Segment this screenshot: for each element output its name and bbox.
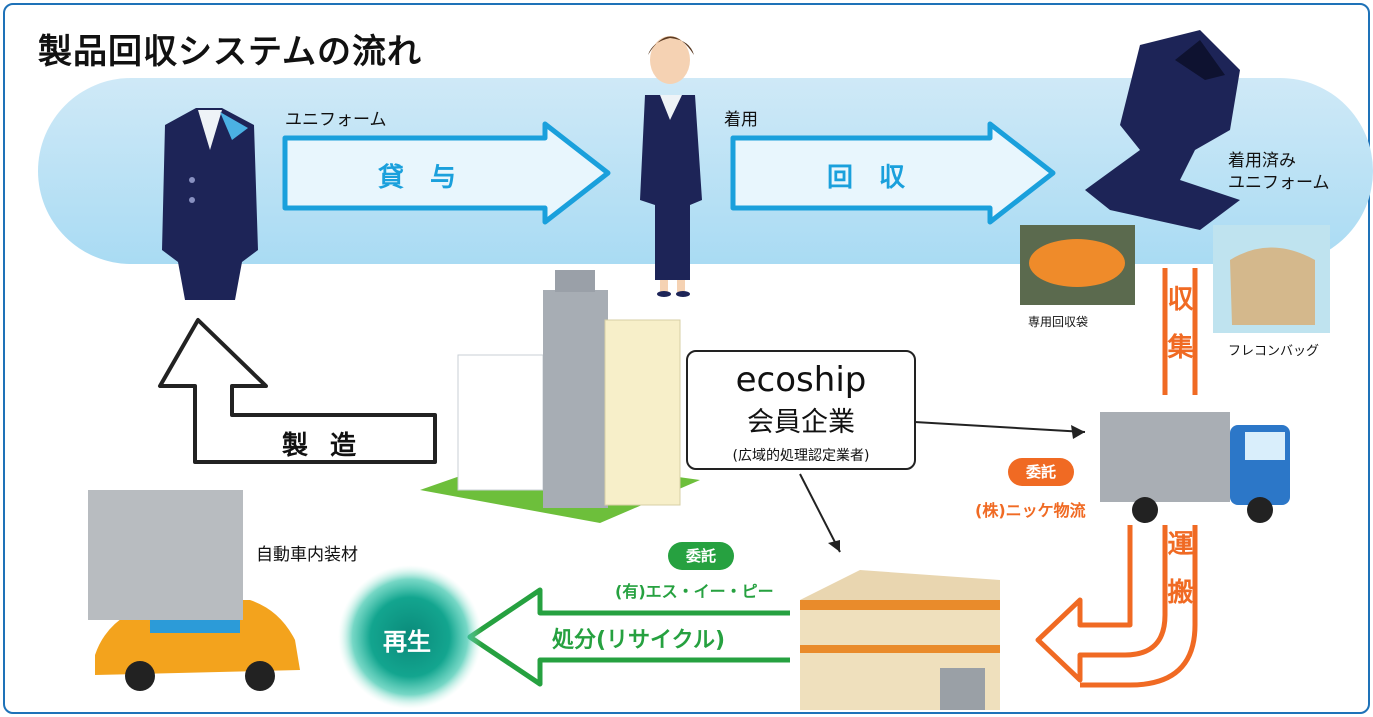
ecoship-certified-label: (広域的処理認定業者) [732, 448, 870, 464]
label-used-uniform-line2: ユニフォーム [1228, 173, 1330, 193]
orange-flow-arrow [1035, 268, 1168, 683]
uniform-woman-illustration [640, 36, 702, 297]
ecoship-member-box: ecoship 会員企業 (広域的処理認定業者) [686, 350, 916, 470]
interior-material-photo [88, 490, 243, 620]
arrow-label-transport: 運搬 [1163, 530, 1193, 626]
label-auto-interior: 自動車内装材 [256, 545, 358, 565]
label-nikke-logistics: (株)ニッケ物流 [975, 501, 1086, 520]
consign-badge-sep: 委託 [668, 542, 734, 570]
ecoship-member-label: 会員企業 [747, 407, 855, 438]
label-sep: (有)エス・イー・ピー [615, 582, 774, 601]
flow-band [38, 78, 1373, 264]
manufacture-arrow [158, 318, 437, 464]
arrow-label-lend: 貸与 [378, 163, 483, 193]
factory-illustration [800, 570, 1000, 710]
recycle-label: 再生 [383, 628, 431, 656]
label-used-uniform: 着用済み ユニフォーム [1228, 150, 1330, 194]
label-used-uniform-line1: 着用済み [1228, 151, 1296, 171]
ecoship-name: ecoship [735, 360, 867, 400]
arrow-label-collect: 回収 [827, 163, 932, 193]
recycle-glow [338, 565, 482, 709]
diagram-frame [3, 3, 1370, 714]
truck-illustration [1100, 412, 1290, 523]
arrow-label-dispose: 処分(リサイクル) [552, 628, 726, 653]
uniform-suit-illustration [162, 108, 258, 300]
label-collection-bag: 専用回収袋 [1028, 315, 1089, 329]
pointer-to-factory [799, 473, 841, 553]
collect-arrow [730, 121, 1056, 225]
label-flexible-bag: フレコンバッグ [1228, 344, 1320, 359]
used-uniform-illustration [1085, 30, 1240, 230]
lend-arrow [282, 121, 611, 225]
office-buildings-illustration [420, 270, 700, 523]
consign-badge-logistics: 委託 [1008, 458, 1074, 486]
page-title: 製品回収システムの流れ [38, 32, 422, 72]
arrow-label-manufacture: 製造 [282, 431, 379, 461]
label-wearing: 着用 [724, 110, 758, 130]
label-uniform: ユニフォーム [285, 110, 387, 130]
arrow-label-gather: 収集 [1163, 285, 1193, 381]
